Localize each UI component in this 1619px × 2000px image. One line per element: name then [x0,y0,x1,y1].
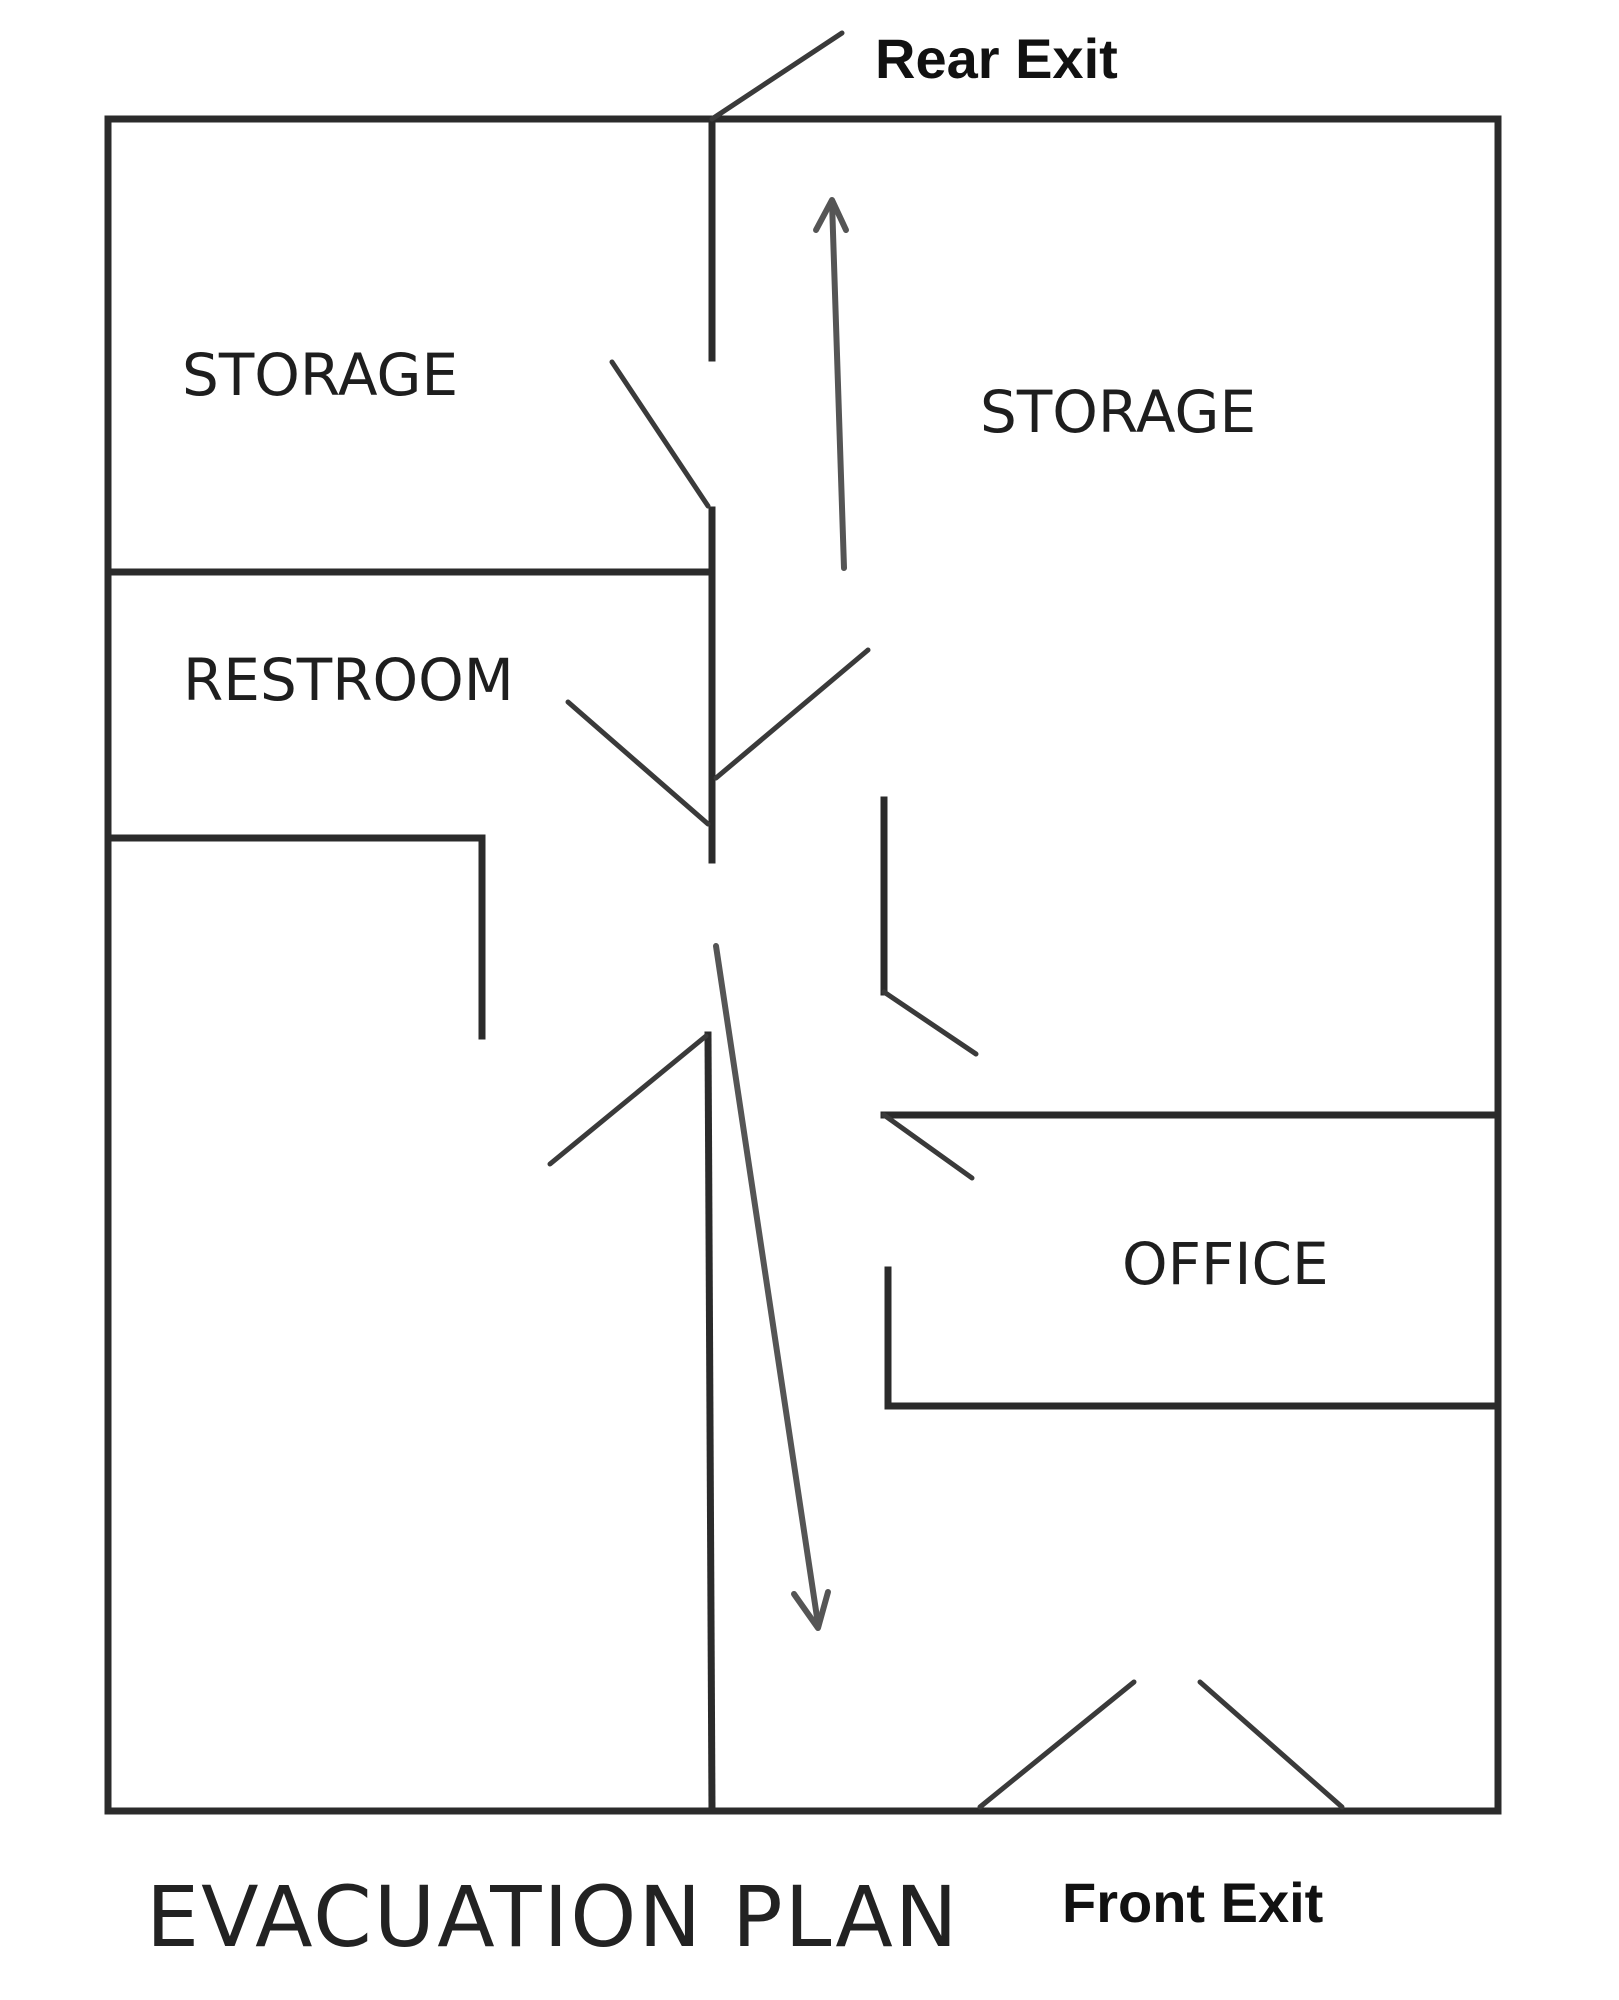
corridor-wall-lower [704,1031,716,1815]
plan-title: EVACUATION PLAN [146,1868,960,1966]
room-label-restroom: RESTROOM [183,646,514,714]
route-arrow-to-front-exit [713,943,831,1631]
room-label-office: OFFICE [1122,1230,1329,1298]
door-restroom [565,699,711,827]
door-left-storage [609,359,711,509]
rear-exit-label: Rear Exit [875,27,1118,90]
building-outline [104,115,1502,1815]
room-label-storage-left: STORAGE [182,341,458,409]
front-exit-label: Front Exit [1062,1871,1323,1934]
door-office [881,1112,975,1181]
door-front-exit-left [977,1679,1137,1810]
office-bottom-wall [884,1266,1502,1410]
door-rear-exit [709,30,845,122]
door-right-storage-upper [713,647,871,781]
room-label-storage-right: STORAGE [980,378,1256,446]
restroom-lower-wall [104,834,486,1040]
route-arrow-to-rear-exit [813,197,849,571]
door-right-storage-lower [881,989,979,1057]
door-front-exit-right [1197,1679,1345,1810]
door-bottom-left-room [547,1033,709,1167]
